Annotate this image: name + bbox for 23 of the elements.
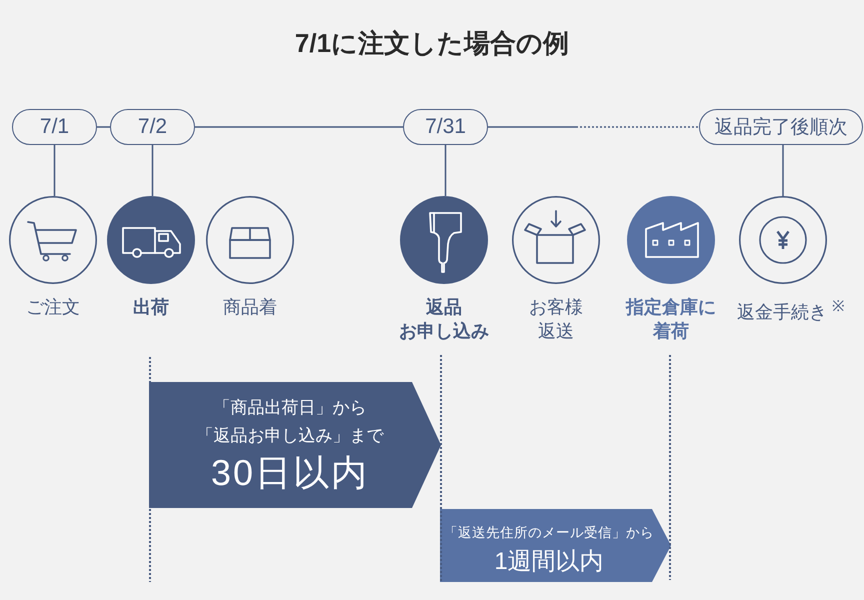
step-label: 返金手続き $^{※}$: [736, 297, 845, 324]
title: 7/1に注文した場合の例: [294, 28, 570, 58]
step-label: ご注文: [26, 296, 80, 319]
period-text: 「商品出荷日」から「返品お申し込み」まで: [196, 397, 384, 447]
deadline-text: 1週間以内: [494, 547, 604, 577]
step-label: 出荷: [133, 296, 169, 319]
connector-line: [152, 145, 154, 196]
date-pill: 7/31: [403, 109, 488, 145]
connector-line: [488, 126, 699, 128]
period-text: 「返送先住所のメール受信」から: [444, 524, 654, 542]
step-label: 指定倉庫に着荷: [626, 296, 716, 343]
date-pill: 返品完了後順次: [699, 109, 863, 145]
step-label: 返品お申し込み: [399, 296, 489, 343]
date-pill: 7/1: [12, 109, 97, 145]
deadline-text: 30日以内: [210, 451, 370, 495]
connector-line: [97, 126, 110, 128]
connector-line: [782, 145, 784, 196]
connector-line: [195, 126, 403, 128]
connector-line: [54, 145, 56, 196]
connector-line: [444, 145, 446, 196]
step-label: お客様返送: [529, 296, 583, 343]
step-label: 商品着: [223, 296, 277, 319]
date-pill: 7/2: [110, 109, 195, 145]
